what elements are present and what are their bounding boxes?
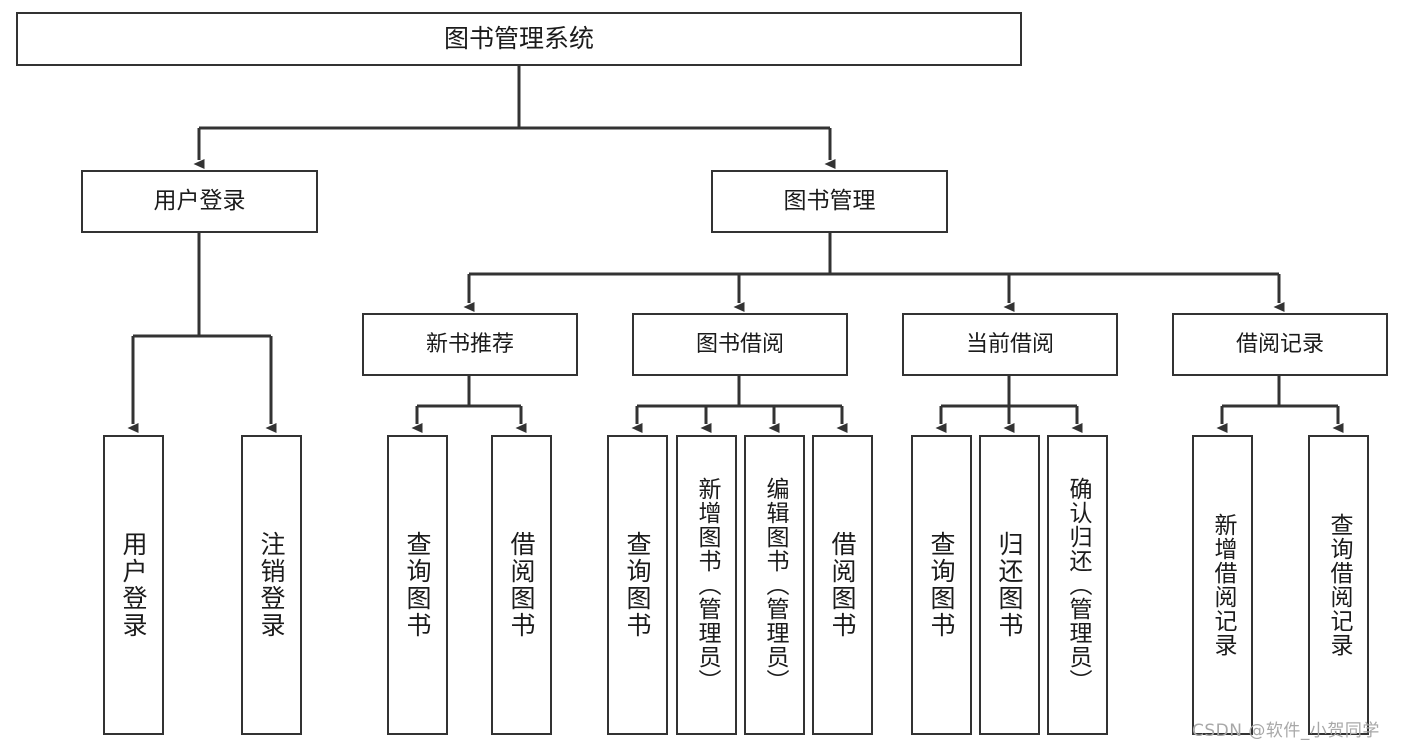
node-label: 借阅记录	[1235, 331, 1324, 357]
node-label: 查询借阅记录	[1326, 513, 1352, 657]
leaf-query-borrow-record[interactable]: 查询借阅记录	[1308, 435, 1369, 735]
node-label: 新增借阅记录	[1210, 513, 1236, 657]
node-book-borrow[interactable]: 图书借阅	[632, 313, 848, 376]
node-label: 借阅图书	[828, 531, 857, 639]
node-label: 归还图书	[995, 531, 1024, 639]
node-label: 编辑图书（管理员）	[762, 477, 788, 693]
node-label: 查询图书	[623, 531, 652, 639]
node-label: 查询图书	[927, 531, 956, 639]
leaf-return-book[interactable]: 归还图书	[979, 435, 1040, 735]
node-new-book-recommend[interactable]: 新书推荐	[362, 313, 578, 376]
leaf-borrow-book[interactable]: 借阅图书	[812, 435, 873, 735]
node-root-system[interactable]: 图书管理系统	[16, 12, 1022, 66]
node-current-borrow[interactable]: 当前借阅	[902, 313, 1118, 376]
node-label: 用户登录	[119, 531, 148, 639]
node-user-login[interactable]: 用户登录	[81, 170, 318, 233]
node-label: 图书管理	[783, 187, 876, 214]
node-book-management[interactable]: 图书管理	[711, 170, 948, 233]
node-label: 注销登录	[257, 531, 286, 639]
csdn-watermark: CSDN @软件_小贺同学	[1192, 721, 1380, 741]
leaf-query-book-current[interactable]: 查询图书	[911, 435, 972, 735]
node-label: 当前借阅	[965, 331, 1054, 357]
leaf-add-borrow-record[interactable]: 新增借阅记录	[1192, 435, 1253, 735]
leaf-borrow-book-recommend[interactable]: 借阅图书	[491, 435, 552, 735]
leaf-logout-login[interactable]: 注销登录	[241, 435, 302, 735]
node-borrow-record[interactable]: 借阅记录	[1172, 313, 1388, 376]
node-label: 查询图书	[403, 531, 432, 639]
node-label: 确认归还（管理员）	[1065, 477, 1091, 693]
node-label: 新增图书（管理员）	[694, 477, 720, 693]
node-label: 借阅图书	[507, 531, 536, 639]
leaf-query-book-borrow[interactable]: 查询图书	[607, 435, 668, 735]
node-label: 图书管理系统	[443, 24, 594, 54]
leaf-user-login[interactable]: 用户登录	[103, 435, 164, 735]
node-label: 用户登录	[153, 187, 246, 214]
node-label: 图书借阅	[695, 331, 784, 357]
leaf-edit-book-admin[interactable]: 编辑图书（管理员）	[744, 435, 805, 735]
leaf-add-book-admin[interactable]: 新增图书（管理员）	[676, 435, 737, 735]
node-label: 新书推荐	[425, 331, 514, 357]
leaf-query-book-recommend[interactable]: 查询图书	[387, 435, 448, 735]
leaf-confirm-return-admin[interactable]: 确认归还（管理员）	[1047, 435, 1108, 735]
